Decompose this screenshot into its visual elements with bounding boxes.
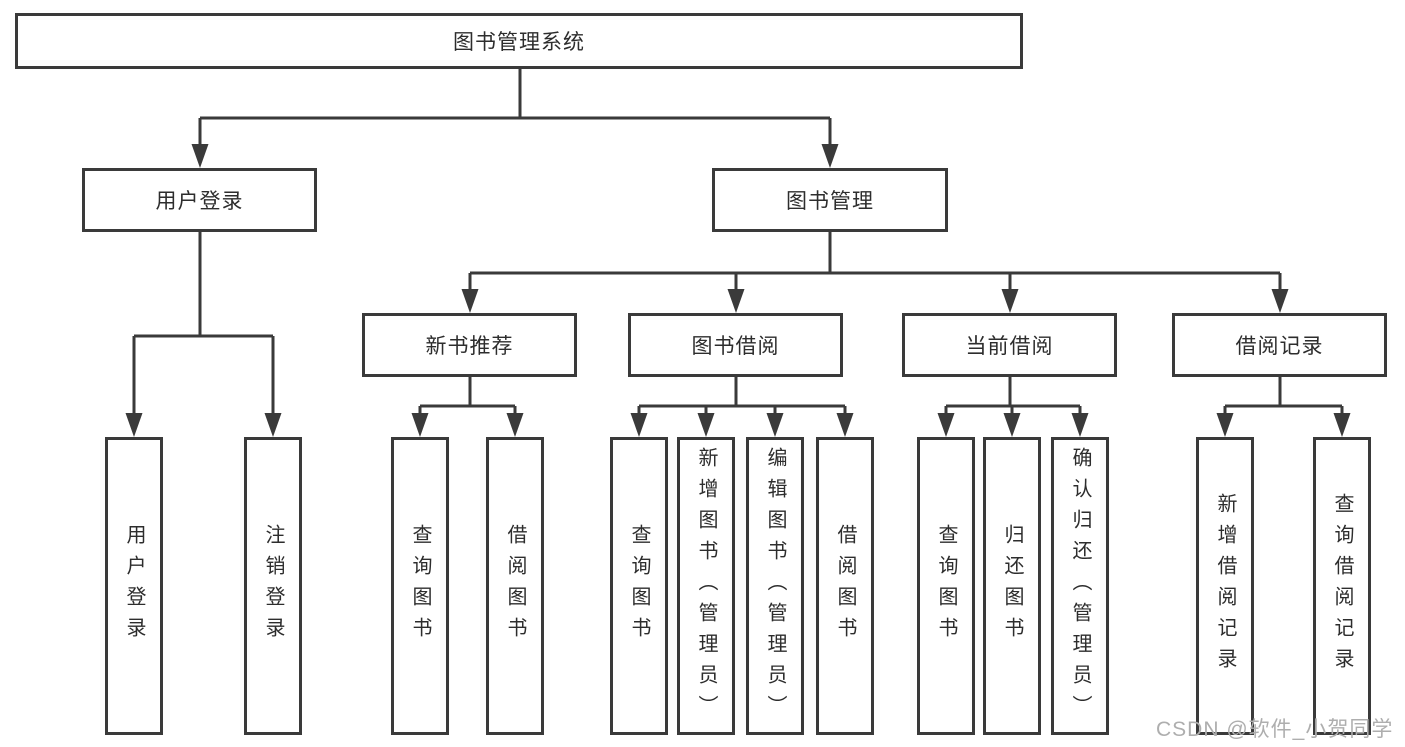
leaf-borrow-books: 借阅图书 [816,437,874,735]
leaf-return-book: 归还图书 [983,437,1041,735]
edge-user-login-to-leaves [132,232,275,419]
node-book-management: 图书管理 [712,168,948,232]
node-current-borrow: 当前借阅 [902,313,1117,377]
leaf-add-book-admin: 新增图书（管理员） [677,437,735,735]
leaf-query-books-borrow: 查询图书 [610,437,668,735]
edge-new-book-recommend-to-leaves [418,377,517,419]
leaf-logout: 注销登录 [244,437,302,735]
node-label: 借阅记录 [1235,335,1324,358]
node-label: 新增图书（管理员） [695,446,717,726]
node-borrow-record: 借阅记录 [1172,313,1387,377]
node-label: 编辑图书（管理员） [764,446,786,726]
arrowheads [125,144,1351,437]
leaf-borrow-books-recommend: 借阅图书 [486,437,544,735]
node-label: 查询图书 [628,524,650,648]
leaf-query-borrow-record: 查询借阅记录 [1313,437,1371,735]
csdn-watermark: CSDN @软件_小贺同学 [1156,718,1394,741]
node-label: 归还图书 [1001,524,1023,648]
leaf-confirm-return-admin: 确认归还（管理员） [1051,437,1109,735]
leaf-query-books-current: 查询图书 [917,437,975,735]
edge-current-borrow-to-leaves [944,377,1082,419]
node-label: 图书借阅 [691,335,780,358]
node-label: 确认归还（管理员） [1069,446,1091,726]
node-label: 图书管理 [786,190,874,213]
leaf-query-books-recommend: 查询图书 [391,437,449,735]
node-new-book-recommend: 新书推荐 [362,313,577,377]
node-label: 注销登录 [262,524,284,648]
node-label: 用户登录 [155,190,244,213]
node-label: 当前借阅 [965,335,1054,358]
edge-book-borrow-to-leaves [637,377,847,419]
node-label: 借阅图书 [834,524,856,648]
node-label: 新书推荐 [425,335,514,358]
edge-root-to-level2 [198,69,832,150]
node-book-borrow: 图书借阅 [628,313,843,377]
node-label: 借阅图书 [504,524,526,648]
node-label: 查询图书 [935,524,957,648]
node-label: 图书管理系统 [453,31,585,54]
node-user-login-group: 用户登录 [82,168,317,232]
node-label: 查询图书 [409,524,431,648]
leaf-user-login: 用户登录 [105,437,163,735]
node-label: 查询借阅记录 [1331,493,1353,679]
edge-borrow-record-to-leaves [1223,377,1344,419]
leaf-edit-book-admin: 编辑图书（管理员） [746,437,804,735]
node-library-management-system: 图书管理系统 [15,13,1023,69]
leaf-add-borrow-record: 新增借阅记录 [1196,437,1254,735]
node-label: 用户登录 [123,524,145,648]
node-label: 新增借阅记录 [1214,493,1236,679]
edge-book-management-to-level3 [468,232,1282,295]
